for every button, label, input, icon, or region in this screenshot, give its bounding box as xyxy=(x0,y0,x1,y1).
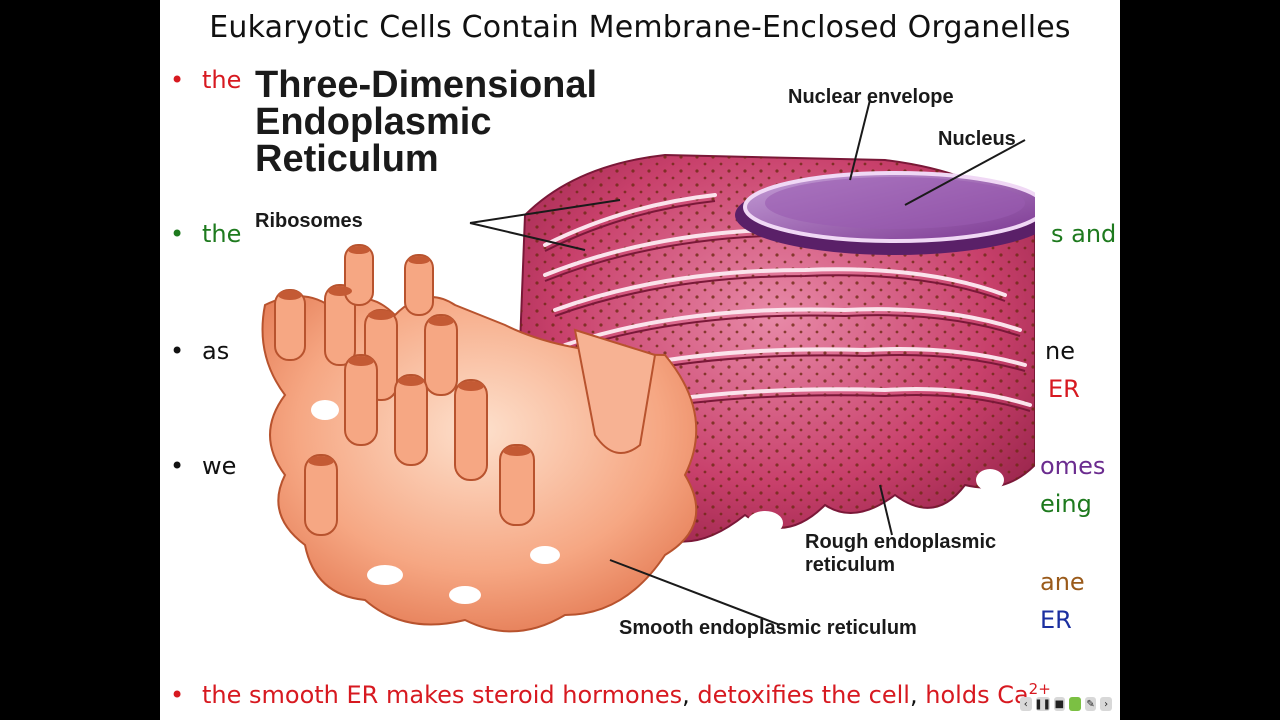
label-nuclear-envelope: Nuclear envelope xyxy=(788,86,954,108)
label-rough-er: Rough endoplasmic reticulum xyxy=(805,531,996,577)
bullet-1-text: the xyxy=(202,66,242,94)
er-figure: Three-Dimensional Endoplasmic Reticulum … xyxy=(245,55,1035,655)
fragment-er-blue: ER xyxy=(1040,606,1072,634)
back-icon[interactable]: ‹ xyxy=(1020,697,1032,711)
forward-icon[interactable]: › xyxy=(1100,697,1112,711)
label-smooth-er: Smooth endoplasmic reticulum xyxy=(619,617,917,639)
er-illustration xyxy=(261,99,1035,633)
bullet-dot: • xyxy=(170,681,185,709)
green-icon[interactable] xyxy=(1069,697,1081,711)
bullet-dot: • xyxy=(170,220,185,248)
pause-icon[interactable]: ❚❚ xyxy=(1034,697,1051,711)
label-nucleus: Nucleus xyxy=(938,128,1016,150)
nucleus xyxy=(735,171,1035,255)
fragment-ne: ne xyxy=(1045,337,1075,365)
figure-title: Three-Dimensional Endoplasmic Reticulum xyxy=(255,64,598,180)
label-ribosomes: Ribosomes xyxy=(255,210,363,232)
label-rough-er-line-1: Rough endoplasmic xyxy=(805,531,997,553)
label-rough-er-line-2: reticulum xyxy=(805,554,896,576)
smooth-er xyxy=(261,244,698,633)
bullet-dot: • xyxy=(170,452,185,480)
bullet-3: • as xyxy=(170,337,229,365)
bottom-bullet-part-3: holds Ca xyxy=(925,681,1029,709)
bottom-bullet: • the smooth ER makes steroid hormones, d… xyxy=(170,680,1051,709)
bullet-dot: • xyxy=(170,66,185,94)
bottom-bullet-part-1: the smooth ER makes steroid hormones xyxy=(202,681,683,709)
bullet-1: • the xyxy=(170,66,241,94)
bottom-bullet-part-2: detoxifies the cell xyxy=(697,681,910,709)
fragment-er-red: ER xyxy=(1048,375,1080,403)
slide: Eukaryotic Cells Contain Membrane-Enclos… xyxy=(160,0,1120,720)
bullet-2: • the xyxy=(170,220,241,248)
bottom-bullet-sep-2: , xyxy=(909,681,918,709)
figure-title-line-1: Three-Dimensional xyxy=(255,64,598,106)
figure-title-line-3: Reticulum xyxy=(255,138,439,180)
bullet-dot: • xyxy=(170,337,185,365)
superscript: 2+ xyxy=(1028,680,1051,698)
bullet-3-text: as xyxy=(202,337,230,365)
pen-icon[interactable]: ✎ xyxy=(1084,697,1097,711)
bullet-4-text: we xyxy=(202,452,237,480)
playback-toolbar: ‹ ❚❚ ■ ✎ › xyxy=(1020,694,1112,714)
slide-title: Eukaryotic Cells Contain Membrane-Enclos… xyxy=(209,10,1071,45)
bullet-4: • we xyxy=(170,452,236,480)
fragment-omes: omes xyxy=(1040,452,1106,480)
fragment-and: s and xyxy=(1051,220,1117,248)
figure-title-line-2: Endoplasmic xyxy=(255,101,492,143)
fragment-eing: eing xyxy=(1040,490,1092,518)
bottom-bullet-sep-1: , xyxy=(682,681,690,709)
bullet-2-text: the xyxy=(202,220,242,248)
stop-icon[interactable]: ■ xyxy=(1053,697,1066,711)
leader-lines xyxy=(469,99,1026,626)
fragment-ane: ane xyxy=(1040,568,1085,596)
